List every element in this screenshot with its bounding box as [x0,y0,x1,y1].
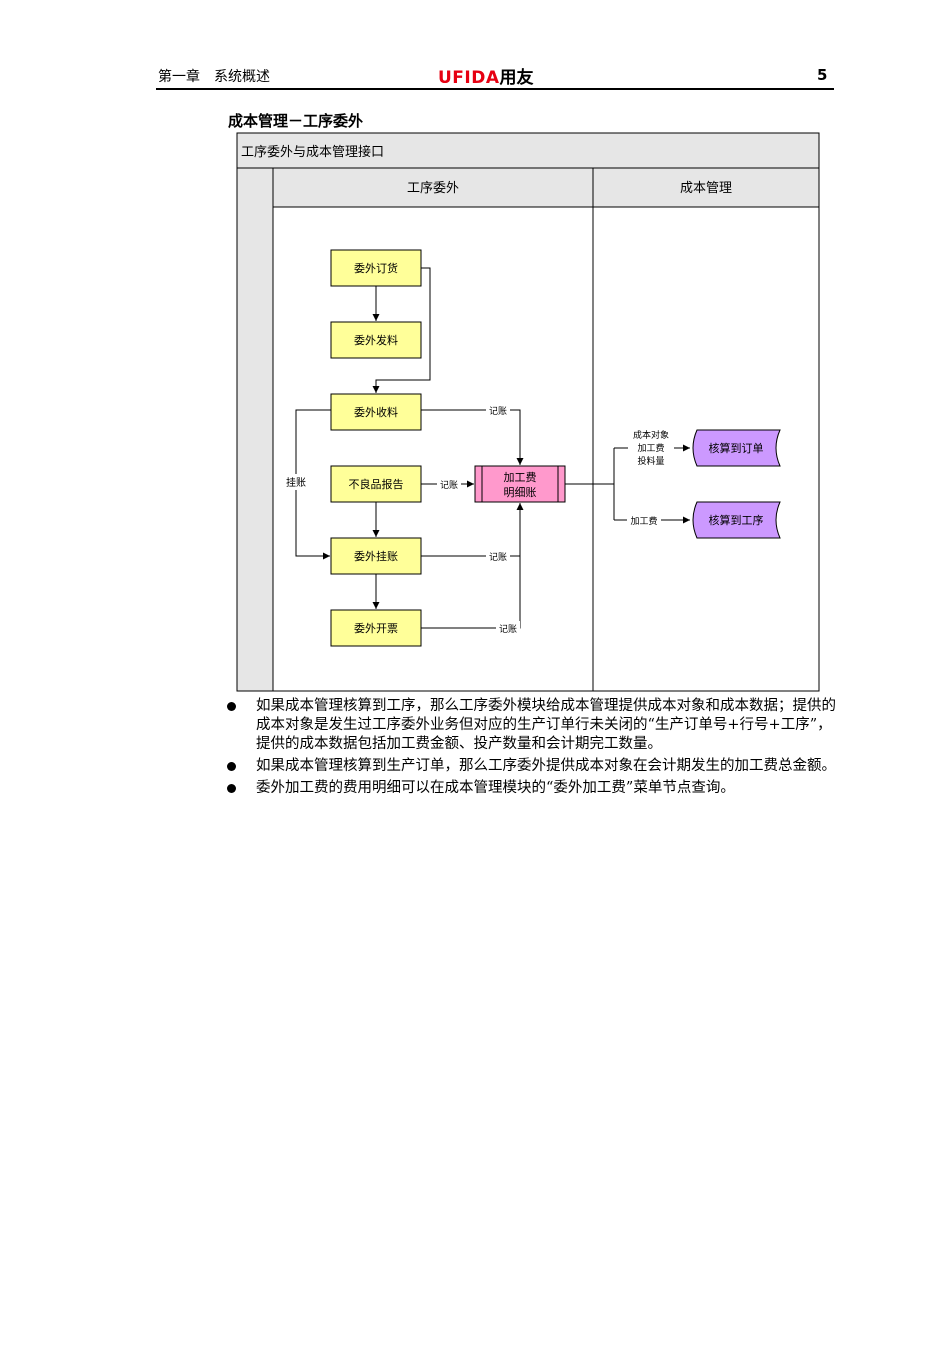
bullet-dot-icon [227,762,236,771]
bullet-list: 如果成本管理核算到工序，那么工序委外模块给成本管理提供成本对象和成本数据；提供的… [224,697,836,801]
bullet-item: 委外加工费的费用明细可以在成本管理模块的“委外加工费”菜单节点查询。 [224,779,836,798]
post-label-4-bg [496,621,520,635]
lane-header-left: 工序委外 [407,181,459,196]
post-label-3: 记账 [489,552,507,563]
cost-info-line2: 加工费 [637,442,664,454]
ledger-box: 加工费 明细账 [474,465,566,503]
bullet-text: 如果成本管理核算到工序，那么工序委外模块给成本管理提供成本对象和成本数据；提供的… [256,698,836,752]
box-issue-label: 委外发料 [354,333,398,347]
box-issue: 委外发料 [330,321,422,359]
box-charge-label: 委外挂账 [354,549,398,563]
bullet-item: 如果成本管理核算到生产订单，那么工序委外提供成本对象在会计期发生的加工费总金额。 [224,757,836,776]
processing-fee-label: 加工费 [630,515,657,527]
box-defect: 不良品报告 [330,465,422,503]
process-diagram: 工序委外与成本管理接口 工序委外 成本管理 委外订货 委外发料 委外收料 不良品… [236,132,820,692]
lane-header-right: 成本管理 [680,181,732,196]
arrow-receive-ledger [421,409,524,465]
box-invoice: 委外开票 [330,609,422,647]
processing-fee-label-bg [627,513,661,527]
ledger-label-line2: 明细账 [504,486,537,499]
post-label-3-bg [486,549,510,563]
output-to-process-label: 核算到工序 [709,513,764,527]
cost-info-bg [628,428,674,468]
header-chapter: 第一章 系统概述 [158,69,270,85]
output-to-order-label: 核算到订单 [709,441,764,455]
cost-info-line1: 成本对象 [633,429,669,441]
ledger-label-line1: 加工费 [504,471,537,484]
bullet-text: 委外加工费的费用明细可以在成本管理模块的“委外加工费”菜单节点查询。 [256,780,735,796]
box-receive-label: 委外收料 [354,405,398,419]
logo-text-cn: 用友 [499,68,534,88]
box-order: 委外订货 [330,249,422,287]
arrow-order-receive [372,267,431,393]
box-invoice-label: 委外开票 [354,622,398,635]
cost-info-line3: 投料量 [637,455,664,467]
section-title: 成本管理－工序委外 [228,112,364,130]
bullet-dot-icon [227,784,236,793]
post-label-2-bg [437,477,461,491]
diagram-title-bar [236,132,820,169]
lane-gutter [236,167,274,692]
diagram-title: 工序委外与成本管理接口 [241,144,384,160]
post-label-4: 记账 [499,624,517,635]
ufida-logo: UFIDA用友 [438,63,534,88]
post-label-1: 记账 [489,406,507,417]
box-charge: 委外挂账 [330,537,422,575]
charge-label: 挂账 [286,476,306,489]
header-rule [156,88,834,90]
logo-text-en: UFIDA [438,68,500,88]
bullet-dot-icon [227,702,236,711]
charge-label-bg [284,474,308,490]
post-label-2: 记账 [440,480,458,491]
output-to-order: 核算到订单 [692,429,781,467]
lane-header-bar [272,167,820,208]
bullet-item: 如果成本管理核算到工序，那么工序委外模块给成本管理提供成本对象和成本数据；提供的… [224,697,836,754]
post-label-1-bg [486,403,510,417]
page-number: 5 [817,66,828,84]
output-to-process: 核算到工序 [692,501,781,539]
bullet-text: 如果成本管理核算到生产订单，那么工序委外提供成本对象在会计期发生的加工费总金额。 [256,758,836,774]
diagram-frame [236,132,820,692]
box-defect-label: 不良品报告 [349,477,404,491]
box-order-label: 委外订货 [354,261,398,275]
box-receive: 委外收料 [330,393,422,431]
